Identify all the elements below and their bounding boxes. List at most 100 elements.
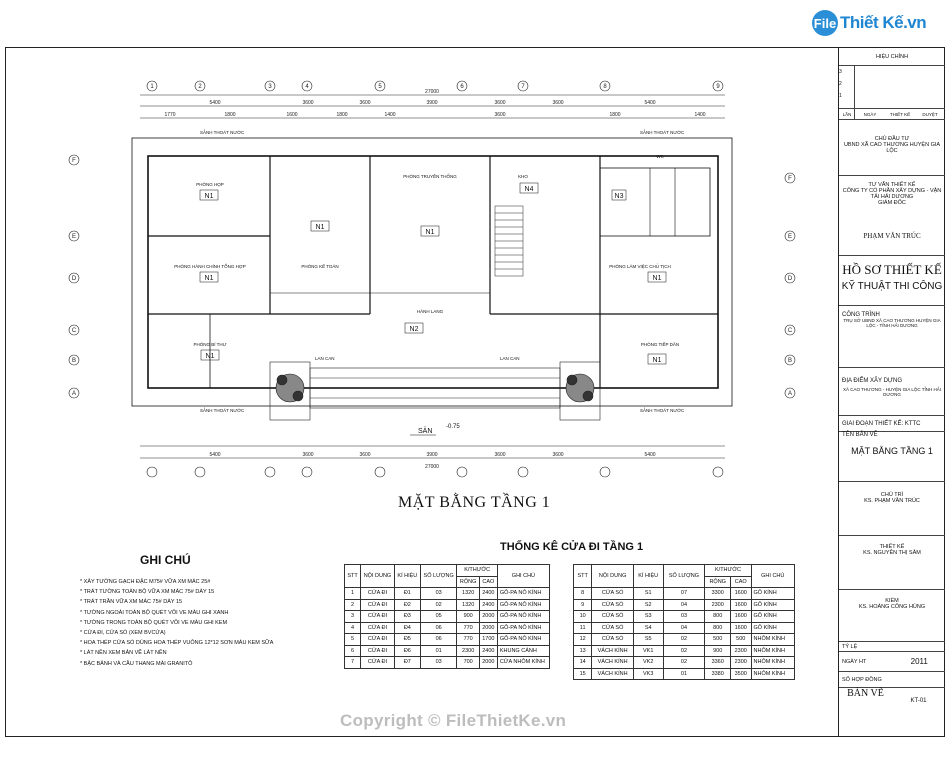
table-cell: 03 (419, 587, 458, 600)
svg-text:SẢNH THOÁT NƯỚC: SẢNH THOÁT NƯỚC (640, 129, 685, 135)
table-cell: 02 (662, 644, 706, 657)
table-cell: CỬA ĐI (360, 633, 395, 646)
svg-text:1800: 1800 (224, 112, 235, 118)
table-cell: CỬA SỔ (591, 587, 634, 600)
note-item: * CỬA ĐI, CỬA SỔ (XEM BVCỬA) (80, 630, 166, 637)
table-cell: 770 (456, 633, 480, 646)
doc-type-block: HỒ SƠ THIẾT KẾ KỸ THUẬT THI CÔNG (839, 256, 945, 306)
svg-text:N1: N1 (206, 353, 215, 360)
site-block: ĐỊA ĐIỂM XÂY DỰNG XÃ CAO THƯƠNG - HUYỆN … (839, 368, 945, 416)
table-cell: 900 (456, 610, 480, 623)
svg-text:B: B (72, 358, 76, 364)
table-cell: 5 (343, 633, 362, 646)
chief-block: CHỦ TRÌ KS. PHẠM VĂN TRÚC (839, 482, 945, 536)
svg-text:PHÒNG HỌP: PHÒNG HỌP (196, 181, 224, 187)
designer-block: THIẾT KẾ KS. NGUYỄN THỊ SÂM (839, 536, 945, 590)
svg-text:PHÒNG HÀNH CHÍNH TỔNG HỢP: PHÒNG HÀNH CHÍNH TỔNG HỢP (174, 263, 246, 269)
table-cell: 03 (419, 656, 458, 669)
table-cell: 02 (662, 656, 706, 669)
door-table-right: STT NỘI DUNG KÍ HIỆU SỐ LƯỢNG K/THƯỚC GH… (572, 564, 796, 680)
table-cell: CỬA ĐI (360, 610, 395, 623)
svg-text:2: 2 (198, 84, 202, 90)
revision-table: 3 2 1 LẦN NGÀY THIẾT KẾ DUYỆT (839, 66, 945, 120)
svg-text:N1: N1 (316, 224, 325, 231)
table-cell: 01 (419, 644, 458, 657)
svg-text:LAN CAN: LAN CAN (315, 356, 335, 361)
svg-text:3600: 3600 (552, 100, 563, 106)
table-cell: CỬA SỔ (591, 598, 634, 611)
table-cell: 500 (729, 633, 752, 646)
svg-text:1800: 1800 (336, 112, 347, 118)
door-table-left: STT NỘI DUNG KÍ HIỆU SỐ LƯỢNG K/THƯỚC GH… (343, 564, 551, 669)
table-cell: 03 (662, 610, 706, 623)
svg-text:1: 1 (150, 84, 154, 90)
table-cell: 800 (704, 610, 731, 623)
date-block: NGÀY HT 2011 (839, 652, 945, 672)
planter-right (559, 361, 601, 421)
title-block: HIỆU CHỈNH 3 2 1 LẦN NGÀY THIẾT KẾ DUYỆT… (838, 48, 945, 736)
table-cell: 2300 (729, 656, 752, 669)
table-cell: 2400 (478, 598, 498, 611)
table-cell: NHÔM KÍNH (750, 656, 796, 669)
stage-block: GIAI ĐOẠN THIẾT KẾ: KTTC (839, 416, 945, 432)
svg-text:1770: 1770 (164, 112, 175, 118)
svg-text:N4: N4 (525, 186, 534, 193)
svg-text:PHÒNG LÀM VIỆC CHỦ TỊCH: PHÒNG LÀM VIỆC CHỦ TỊCH (609, 262, 670, 269)
svg-text:E: E (72, 234, 76, 240)
table-cell: S3 (632, 610, 664, 623)
table-cell: 1600 (729, 587, 752, 600)
svg-text:D: D (788, 276, 793, 282)
top-dim-text: 27000 5400 3600 3600 3900 3600 3600 5400… (164, 89, 705, 470)
svg-text:B: B (788, 358, 792, 364)
table-cell: 700 (456, 656, 480, 669)
sheet-name-block: TÊN BẢN VẼ MẶT BẰNG TẦNG 1 (839, 432, 945, 482)
svg-text:N1: N1 (653, 275, 662, 282)
table-cell: Đ1 (393, 587, 421, 600)
svg-text:N1: N1 (205, 275, 214, 282)
table-cell: 2300 (456, 644, 480, 657)
svg-text:5400: 5400 (644, 100, 655, 106)
table-cell: 800 (704, 621, 731, 634)
svg-text:3600: 3600 (494, 112, 505, 118)
table-cell: 1600 (729, 621, 752, 634)
svg-text:3600: 3600 (552, 452, 563, 458)
svg-text:KHO: KHO (518, 174, 528, 179)
svg-text:4: 4 (305, 84, 309, 90)
table-cell: VÁCH KÍNH (591, 644, 634, 657)
svg-text:A: A (72, 391, 76, 397)
table-cell: GỖ KÍNH (750, 598, 796, 611)
site-logo[interactable]: File Thiết Kế.vn (812, 8, 927, 38)
table-cell: 04 (662, 598, 706, 611)
logo-text: Thiết Kế.vn (840, 13, 927, 32)
general-notes: GHI CHÚ * XÂY TƯỜNG GẠCH ĐẶC M75# VỮA XM… (80, 553, 330, 669)
table-cell: 06 (419, 633, 458, 646)
table-cell: 3500 (729, 667, 752, 680)
table-cell: NHÔM KÍNH (750, 644, 796, 657)
note-item: * HOA THÉP CỬA SỔ DÙNG HOA THÉP VUÔNG 12… (80, 640, 274, 647)
table-cell: Đ2 (393, 598, 421, 611)
table-cell: 06 (419, 621, 458, 634)
floor-plan: 27000 5400 3600 3600 3900 3600 3600 5400… (68, 80, 796, 478)
dimension-lines (140, 94, 725, 459)
table-cell: 2400 (478, 644, 498, 657)
table-cell: 02 (419, 598, 458, 611)
table-cell: 13 (572, 644, 593, 657)
table-cell: 770 (456, 621, 480, 634)
staircase (494, 205, 524, 277)
table-cell: CỬA ĐI (360, 656, 395, 669)
svg-text:6: 6 (460, 84, 464, 90)
table-cell: CỬA NHÔM KÍNH (496, 656, 551, 669)
table-cell: 2000 (478, 621, 498, 634)
table-cell: 1 (343, 587, 362, 600)
table-cell: S4 (632, 621, 664, 634)
table-cell: 1600 (729, 610, 752, 623)
sheet-no-block: BẢN VẼ KT-01 (847, 688, 927, 704)
note-item: * BẬC BẢNH VÀ CẦU THANG MÀI GRANITÔ (80, 660, 193, 667)
table-cell: GỖ KÍNH (750, 587, 796, 600)
